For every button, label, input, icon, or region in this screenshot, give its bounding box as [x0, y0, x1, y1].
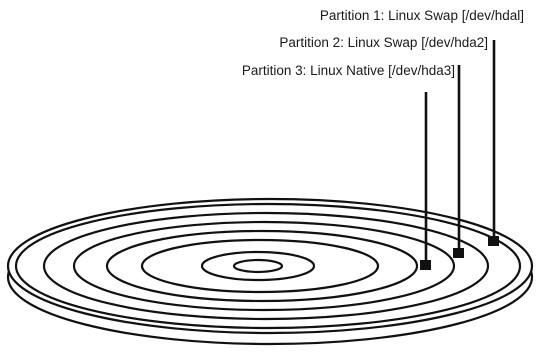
partition-3-ring — [105, 229, 419, 303]
partition-2-ring — [72, 220, 456, 312]
spindle-hole — [232, 258, 284, 274]
partition-2-marker — [453, 248, 464, 258]
partition-3-marker — [420, 260, 431, 270]
partition-1-label: Partition 1: Linux Swap [/dev/hdal] — [320, 8, 524, 23]
hub-outer-ring — [200, 250, 316, 282]
partition-3-label: Partition 3: Linux Native [/dev/hda3] — [242, 63, 455, 78]
partition-1-marker — [488, 236, 499, 246]
platter-rim-ring — [14, 202, 522, 330]
partition-2-label: Partition 2: Linux Swap [/dev/hda2] — [279, 35, 488, 50]
partition-1-ring — [42, 211, 490, 321]
inner-ring — [140, 238, 380, 294]
